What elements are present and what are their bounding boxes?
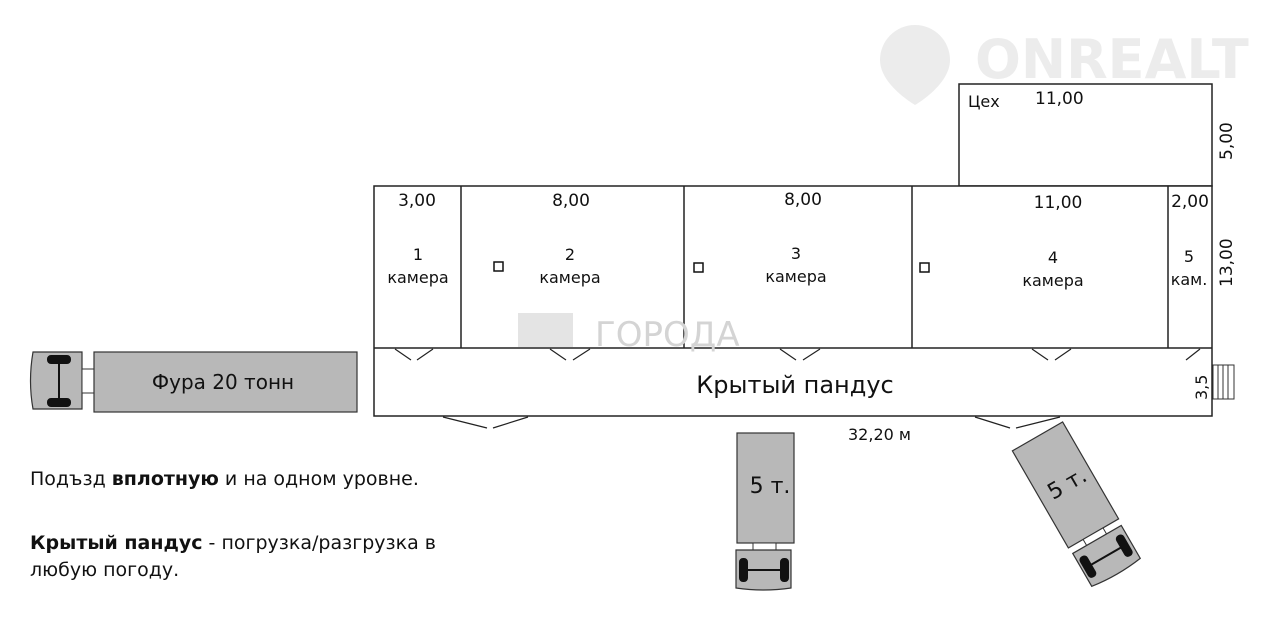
- svg-text:8,00: 8,00: [552, 191, 590, 211]
- truck-5t-1: 5 т.: [735, 432, 795, 591]
- svg-text:кам.: кам.: [1171, 270, 1208, 289]
- chamber-1: 3,00 1 камера: [387, 191, 448, 287]
- svg-text:11,00: 11,00: [1034, 193, 1083, 213]
- chamber-depth: 13,00: [1217, 238, 1237, 287]
- total-length: 32,20 м: [848, 425, 911, 444]
- watermark-logo: ONREALT: [880, 25, 1249, 105]
- note-ramp: Крытый пандус - погрузка/разгрузка в люб…: [30, 532, 436, 581]
- truck-5t-1-label: 5 т.: [750, 474, 791, 499]
- svg-text:камера: камера: [539, 268, 600, 287]
- watermark-text-2: ГОРОДА: [595, 315, 740, 355]
- svg-text:8,00: 8,00: [784, 190, 822, 210]
- workshop-width: 11,00: [1035, 89, 1084, 109]
- chamber-3: 8,00 3 камера: [765, 190, 826, 286]
- svg-text:4: 4: [1048, 248, 1058, 267]
- svg-text:2: 2: [565, 245, 575, 264]
- svg-text:3: 3: [791, 244, 801, 263]
- ramp-steps: [1212, 364, 1235, 400]
- chamber-2: 8,00 2 камера: [539, 191, 600, 287]
- svg-text:камера: камера: [387, 268, 448, 287]
- svg-text:1: 1: [413, 245, 423, 264]
- ramp-depth: 3,5: [1192, 375, 1211, 400]
- door-marks: [394, 348, 1201, 429]
- note-access: Подъзд вплотную и на одном уровне.: [30, 468, 419, 490]
- watermark-logo-2: ГОРОДА: [518, 313, 740, 355]
- ramp-label: Крытый пандус: [696, 371, 893, 399]
- svg-text:камера: камера: [765, 267, 826, 286]
- svg-text:3,00: 3,00: [398, 191, 436, 211]
- workshop-depth: 5,00: [1217, 122, 1237, 160]
- main-building: [373, 185, 1213, 417]
- chamber-4: 11,00 4 камера: [1022, 193, 1083, 290]
- truck-20t: Фура 20 тонн: [29, 351, 358, 413]
- chamber-5: 2,00 5 кам.: [1171, 192, 1209, 289]
- truck-5t-2: 5 т.: [1011, 421, 1142, 588]
- column-markers: [493, 261, 930, 273]
- truck-20t-label: Фура 20 тонн: [152, 370, 294, 394]
- svg-text:камера: камера: [1022, 271, 1083, 290]
- watermark-text: ONREALT: [975, 28, 1249, 91]
- svg-text:2,00: 2,00: [1171, 192, 1209, 212]
- workshop-room: [958, 83, 1213, 187]
- workshop-label: Цех: [968, 92, 1000, 111]
- svg-text:5: 5: [1184, 247, 1194, 266]
